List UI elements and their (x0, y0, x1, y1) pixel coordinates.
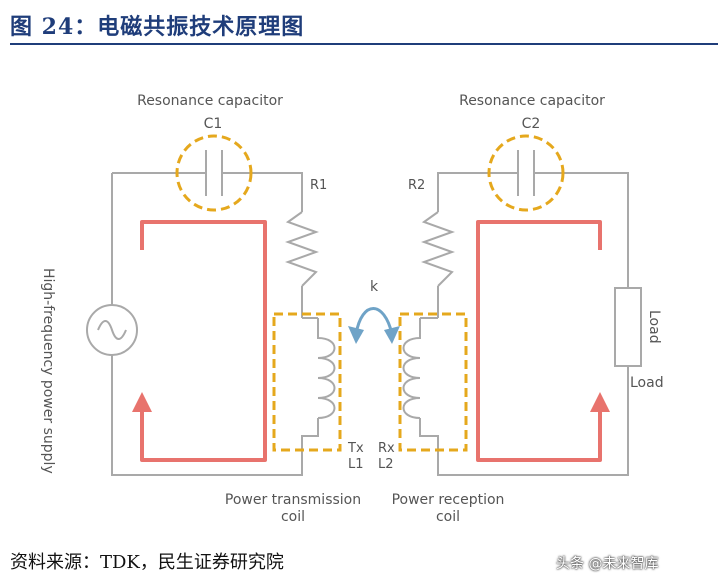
right-side-wire (437, 366, 629, 476)
r2-id: R2 (408, 178, 425, 193)
left-top-wire (112, 172, 303, 212)
load-label: Load (630, 375, 664, 391)
figure-header: 图 24：电磁共振技术原理图 (0, 0, 726, 46)
c1-id: C1 (204, 116, 223, 132)
load-resistor (614, 287, 642, 367)
right-circuit (419, 172, 629, 476)
rx-label: Rx (378, 441, 395, 456)
ac-source-icon (86, 304, 138, 356)
tx-label: Tx (347, 441, 364, 456)
rx-coil-caption-line2: coil (436, 509, 460, 525)
coil-l2 (402, 318, 421, 419)
supply-label: High-frequency power supply (40, 268, 56, 474)
right-coil-leads (419, 317, 439, 443)
rx-coil-caption-line1: Power reception (392, 492, 505, 508)
tx-coil-caption-line1: Power transmission (225, 492, 361, 508)
r1-id: R1 (310, 178, 327, 193)
coupling-arrow-icon (348, 307, 400, 344)
capacitor-c1 (194, 150, 234, 196)
right-top-wire (437, 172, 629, 288)
capacitor-c2-highlight (487, 134, 565, 212)
c1-caption: Resonance capacitor (137, 93, 283, 109)
coupling-k-label: k (370, 279, 379, 295)
coil-l1 (317, 318, 336, 419)
title-divider (10, 43, 718, 45)
resistor-r1 (285, 211, 319, 287)
l2-label: L2 (378, 457, 394, 472)
left-coil-leads (301, 317, 319, 443)
right-current-loop (476, 220, 602, 462)
capacitor-c1-highlight (175, 134, 253, 212)
load-rotated-label: Load (646, 310, 662, 344)
rx-coil-highlight (398, 312, 468, 452)
right-current-arrow (590, 392, 610, 412)
l1-label: L1 (348, 457, 364, 472)
tx-coil-caption-line2: coil (281, 509, 305, 525)
left-side-wire (111, 173, 303, 476)
resistor-r2 (421, 211, 455, 287)
c2-id: C2 (522, 116, 541, 132)
left-circuit (111, 172, 319, 476)
figure-title: 图 24：电磁共振技术原理图 (10, 14, 305, 40)
capacitor-c2 (496, 150, 556, 196)
tx-coil-highlight (272, 312, 342, 452)
source-note: 资料来源：TDK，民生证券研究院 (10, 552, 284, 573)
left-current-arrow (132, 392, 152, 412)
watermark: 头条 @未来智库 (556, 556, 659, 572)
left-current-loop (140, 220, 267, 462)
c2-caption: Resonance capacitor (459, 93, 605, 109)
